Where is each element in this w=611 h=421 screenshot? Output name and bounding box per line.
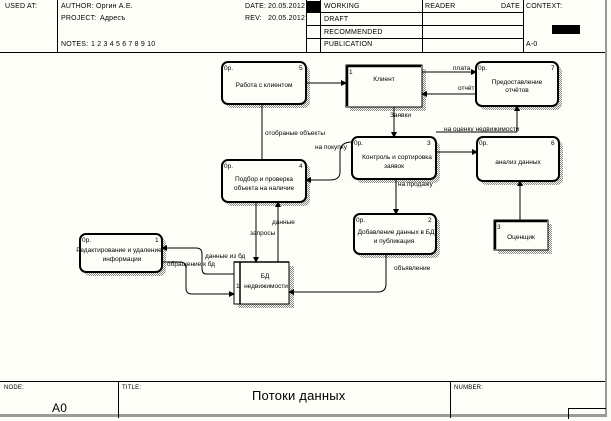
- datastore-id: 1: [236, 283, 240, 290]
- process-6-prefix: 0р.: [479, 140, 488, 147]
- arrow-for-purchase: [305, 141, 353, 183]
- process-7-id: 7: [551, 65, 555, 72]
- flow-label-purchase: на покупку: [315, 144, 348, 151]
- flow-label-db-access: обращение к бд: [167, 260, 215, 268]
- process-box-2[interactable]: 0р. 2 Добавление данных в БД и публикаци…: [353, 213, 440, 258]
- number-label: NUMBER:: [454, 385, 484, 391]
- context-box: [552, 25, 580, 34]
- process-4-label-1: Подбор и проверка: [235, 175, 293, 183]
- flow-label-appraisal: на оценку недвижимости: [444, 126, 520, 133]
- process-4-prefix: 0р.: [224, 163, 233, 170]
- flow-label-selected: отобраные объекты: [265, 129, 325, 137]
- flow-label-data-from-db: данные из бд: [205, 252, 246, 260]
- footer-corner-box: [568, 408, 606, 419]
- flow-label-announcement: объявление: [394, 264, 431, 272]
- project-value: Адресъ: [100, 15, 126, 22]
- node-label: NODE:: [4, 385, 25, 391]
- external-entity-client[interactable]: 1 Клиент: [345, 64, 426, 111]
- process-5-label: Работа с клиентом: [236, 81, 293, 89]
- context-node: A-0: [526, 41, 538, 48]
- date-value: 20.05.2012: [268, 3, 306, 10]
- process-7-prefix: 0р.: [478, 65, 487, 72]
- datastore-label-2: недвижимости: [244, 283, 288, 290]
- diagram-canvas: 0р. 5 Работа с клиентом 1 Клиент 0р. 7 П…: [76, 61, 563, 308]
- notes-value: 1 2 3 4 5 6 7 8 9 10: [91, 41, 156, 48]
- author-value: Оргин А.Е.: [96, 3, 133, 10]
- process-1-id: 1: [155, 237, 159, 244]
- status-publication: PUBLICATION: [324, 41, 373, 48]
- status-working: WORKING: [324, 3, 360, 10]
- process-6-label: анализ данных: [495, 159, 541, 166]
- process-5-prefix: 0р.: [224, 65, 233, 72]
- client-label: Клиент: [373, 76, 394, 83]
- reader-date-label: DATE: [501, 3, 520, 10]
- project-label: PROJECT:: [61, 15, 97, 22]
- arrow-db-access: [162, 261, 235, 297]
- status-draft: DRAFT: [324, 16, 349, 23]
- process-2-label-1: Добавление данных в БД: [358, 228, 435, 236]
- process-2-label-2: и публикация: [374, 237, 415, 245]
- process-box-5[interactable]: 0р. 5 Работа с клиентом: [221, 61, 310, 108]
- process-box-1[interactable]: 0р. 1 Редактирование и удаление информац…: [76, 233, 166, 276]
- client-id: 1: [349, 69, 353, 76]
- header-block: USED AT: AUTHOR: Оргин А.Е. PROJECT: Адр…: [0, 0, 605, 53]
- rev-label: REV:: [245, 15, 262, 22]
- process-2-prefix: 0р.: [356, 217, 365, 224]
- arrow-announcement: [288, 254, 387, 295]
- process-3-id: 3: [427, 140, 431, 147]
- flow-label-payment: плата: [453, 65, 471, 72]
- process-1-prefix: 0р.: [82, 237, 91, 244]
- process-3-prefix: 0р.: [354, 140, 363, 147]
- process-7-label-1: Предоставление: [492, 79, 543, 86]
- footer-block: NODE: A0 TITLE: Потоки данных NUMBER:: [0, 381, 606, 419]
- status-recommended: RECOMMENDED: [324, 29, 383, 36]
- process-2-id: 2: [428, 217, 432, 224]
- process-box-3[interactable]: 0р. 3 Контроль и сортировка заявок: [351, 136, 440, 183]
- working-marker: [307, 1, 320, 12]
- datastore-real-estate-db[interactable]: 1 БД недвижимости: [233, 261, 294, 308]
- process-6-id: 6: [551, 140, 555, 147]
- flow-label-report: отчёт: [458, 85, 474, 92]
- appraiser-id: 3: [497, 224, 501, 231]
- arrow-data-from-db: [161, 245, 234, 275]
- process-box-4[interactable]: 0р. 4 Подбор и проверка объекта на налич…: [221, 159, 310, 206]
- notes-label: NOTES:: [61, 41, 89, 48]
- process-1-label-1: Редактирование и удаление: [76, 247, 162, 254]
- date-label: DATE:: [245, 3, 267, 10]
- used-at-label: USED AT:: [5, 3, 38, 10]
- title-label: TITLE:: [122, 385, 142, 391]
- node-value: A0: [52, 401, 68, 415]
- datastore-label-1: БД: [261, 273, 270, 280]
- flow-arrows: [161, 69, 523, 297]
- appraiser-label: Оценщик: [507, 234, 535, 241]
- flow-label-sale: на продажу: [398, 181, 433, 188]
- diagram-title: Потоки данных: [252, 388, 346, 403]
- process-1-label-2: информации: [103, 256, 142, 263]
- flow-label-data: данные: [272, 219, 295, 226]
- process-3-label-2: заявок: [384, 163, 404, 170]
- process-box-6[interactable]: 0р. 6 анализ данных: [476, 136, 563, 185]
- rev-value: 20.05.2012: [268, 15, 306, 22]
- process-4-id: 4: [299, 163, 303, 170]
- flow-label-requests: Заявки: [390, 112, 411, 119]
- external-entity-appraiser[interactable]: 3 Оценщик: [493, 219, 552, 254]
- context-label: CONTEXT:: [526, 3, 563, 10]
- process-4-label-2: объекта на наличие: [234, 184, 295, 192]
- flow-label-queries: запросы: [250, 230, 276, 237]
- process-7-label-2: отчётов: [505, 87, 529, 94]
- process-3-label-1: Контроль и сортировка: [362, 154, 432, 161]
- reader-label: READER: [425, 3, 456, 10]
- process-5-id: 5: [299, 65, 303, 72]
- author-label: AUTHOR:: [61, 3, 94, 10]
- process-box-7[interactable]: 0р. 7 Предоставление отчётов: [475, 61, 562, 110]
